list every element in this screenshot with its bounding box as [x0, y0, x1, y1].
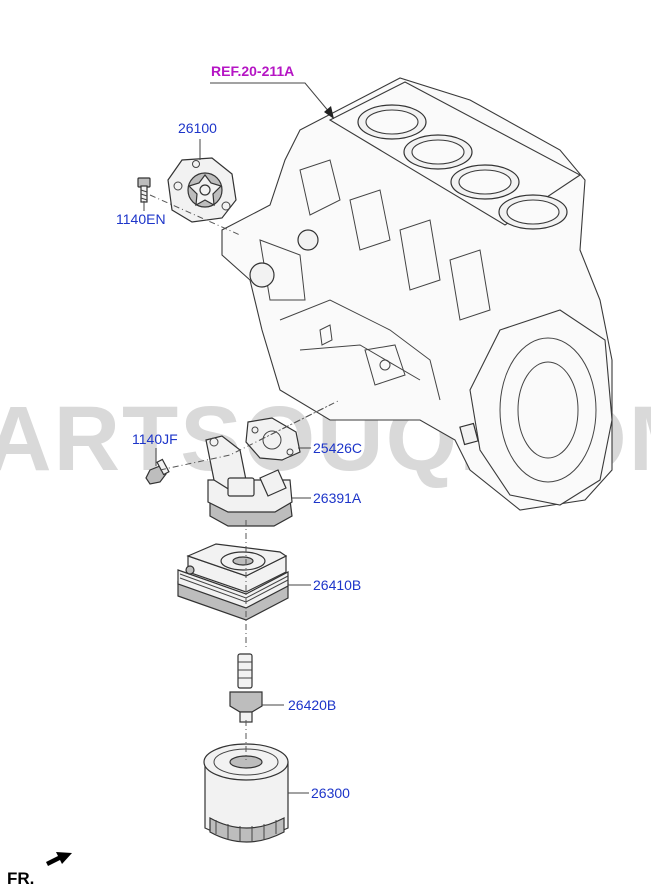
- bolt-1140JF: [145, 458, 170, 485]
- reference-label[interactable]: REF.20-211A: [211, 63, 294, 79]
- orientation-label: FR.: [7, 869, 34, 888]
- part-label-25426C[interactable]: 25426C: [313, 440, 362, 456]
- part-label-1140JF[interactable]: 1140JF: [132, 431, 178, 447]
- part-label-26300[interactable]: 26300: [311, 785, 350, 801]
- water-pump-26100: [167, 157, 237, 223]
- oil-filter-housing-26391A: [205, 435, 293, 527]
- fr-arrow-icon: [46, 852, 72, 866]
- engine-block: [221, 77, 613, 511]
- part-label-26420B[interactable]: 26420B: [288, 697, 336, 713]
- part-label-26391A[interactable]: 26391A: [313, 490, 362, 506]
- gasket-25426C: [245, 417, 301, 461]
- part-label-1140EN[interactable]: 1140EN: [116, 211, 166, 227]
- fitting-26420B: [229, 653, 263, 723]
- part-label-26410B[interactable]: 26410B: [313, 577, 361, 593]
- oil-cooler-26410B: [177, 543, 289, 621]
- oil-filter-26300: [203, 743, 289, 843]
- bolt-1140EN: [137, 177, 151, 203]
- part-label-26100[interactable]: 26100: [178, 120, 217, 136]
- leader-lines: [143, 82, 341, 794]
